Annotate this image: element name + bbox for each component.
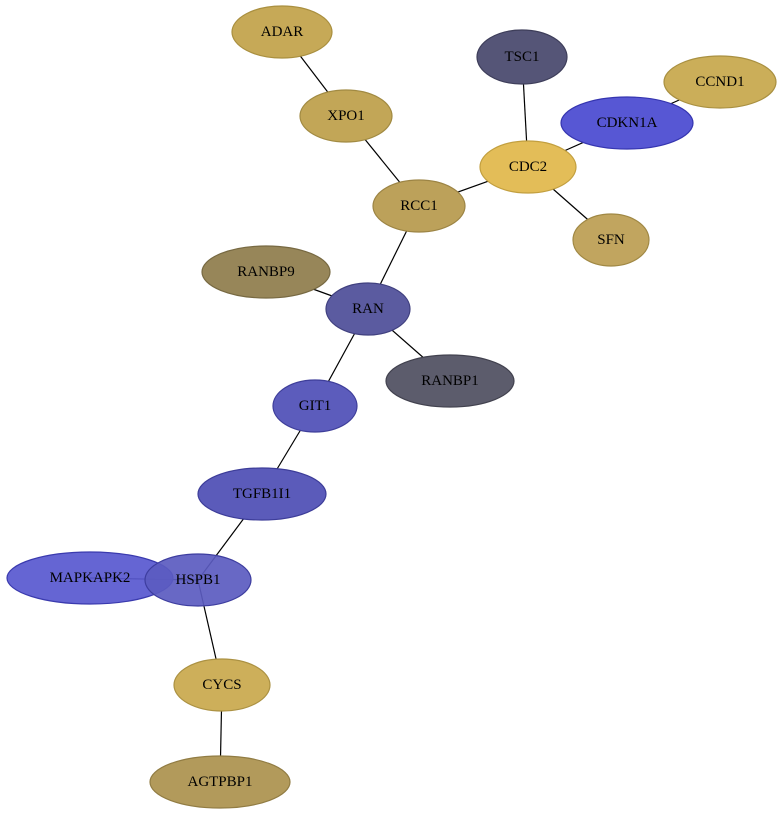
- node-shape-adar: [231, 5, 333, 59]
- node-label-tsc1: TSC1: [504, 49, 539, 65]
- node-shape-agtpbp1: [149, 755, 291, 809]
- node-label-hspb1: HSPB1: [175, 572, 220, 588]
- node-shape-ccnd1: [663, 55, 777, 109]
- node-ran[interactable]: RAN: [325, 282, 411, 336]
- node-shape-sfn: [572, 213, 650, 267]
- node-label-ranbp9: RANBP9: [237, 264, 295, 280]
- node-shape-cycs: [173, 658, 271, 712]
- node-label-ran: RAN: [352, 301, 384, 317]
- node-label-tgfb1i1: TGFB1I1: [233, 486, 291, 502]
- node-label-mapkapk2: MAPKAPK2: [50, 570, 131, 586]
- node-adar[interactable]: ADAR: [231, 5, 333, 59]
- node-label-adar: ADAR: [261, 24, 304, 40]
- node-cycs[interactable]: CYCS: [173, 658, 271, 712]
- node-rcc1[interactable]: RCC1: [372, 179, 466, 233]
- node-label-sfn: SFN: [597, 232, 625, 248]
- node-shape-tgfb1i1: [197, 467, 327, 521]
- node-tsc1[interactable]: TSC1: [476, 29, 568, 85]
- node-tgfb1i1[interactable]: TGFB1I1: [197, 467, 327, 521]
- node-label-rcc1: RCC1: [400, 198, 438, 214]
- node-shape-ranbp9: [201, 245, 331, 299]
- node-xpo1[interactable]: XPO1: [299, 89, 393, 143]
- node-label-ccnd1: CCND1: [695, 74, 744, 90]
- node-hspb1[interactable]: HSPB1: [144, 553, 252, 607]
- node-shape-ranbp1: [385, 354, 515, 408]
- node-label-cycs: CYCS: [202, 677, 241, 693]
- node-shape-rcc1: [372, 179, 466, 233]
- node-label-git1: GIT1: [299, 398, 332, 414]
- node-shape-xpo1: [299, 89, 393, 143]
- node-shape-git1: [272, 379, 358, 433]
- node-label-cdkn1a: CDKN1A: [597, 115, 658, 131]
- node-ranbp1[interactable]: RANBP1: [385, 354, 515, 408]
- node-label-xpo1: XPO1: [327, 108, 365, 124]
- node-mapkapk2[interactable]: MAPKAPK2: [6, 551, 174, 605]
- node-shape-ran: [325, 282, 411, 336]
- node-git1[interactable]: GIT1: [272, 379, 358, 433]
- node-label-cdc2: CDC2: [509, 159, 547, 175]
- node-shape-cdc2: [479, 140, 577, 194]
- node-shape-cdkn1a: [560, 96, 694, 150]
- node-label-ranbp1: RANBP1: [421, 373, 479, 389]
- node-cdc2[interactable]: CDC2: [479, 140, 577, 194]
- node-shape-hspb1: [144, 553, 252, 607]
- node-sfn[interactable]: SFN: [572, 213, 650, 267]
- node-agtpbp1[interactable]: AGTPBP1: [149, 755, 291, 809]
- node-ranbp9[interactable]: RANBP9: [201, 245, 331, 299]
- node-cdkn1a[interactable]: CDKN1A: [560, 96, 694, 150]
- node-shape-tsc1: [476, 29, 568, 85]
- node-label-agtpbp1: AGTPBP1: [187, 774, 252, 790]
- node-ccnd1[interactable]: CCND1: [663, 55, 777, 109]
